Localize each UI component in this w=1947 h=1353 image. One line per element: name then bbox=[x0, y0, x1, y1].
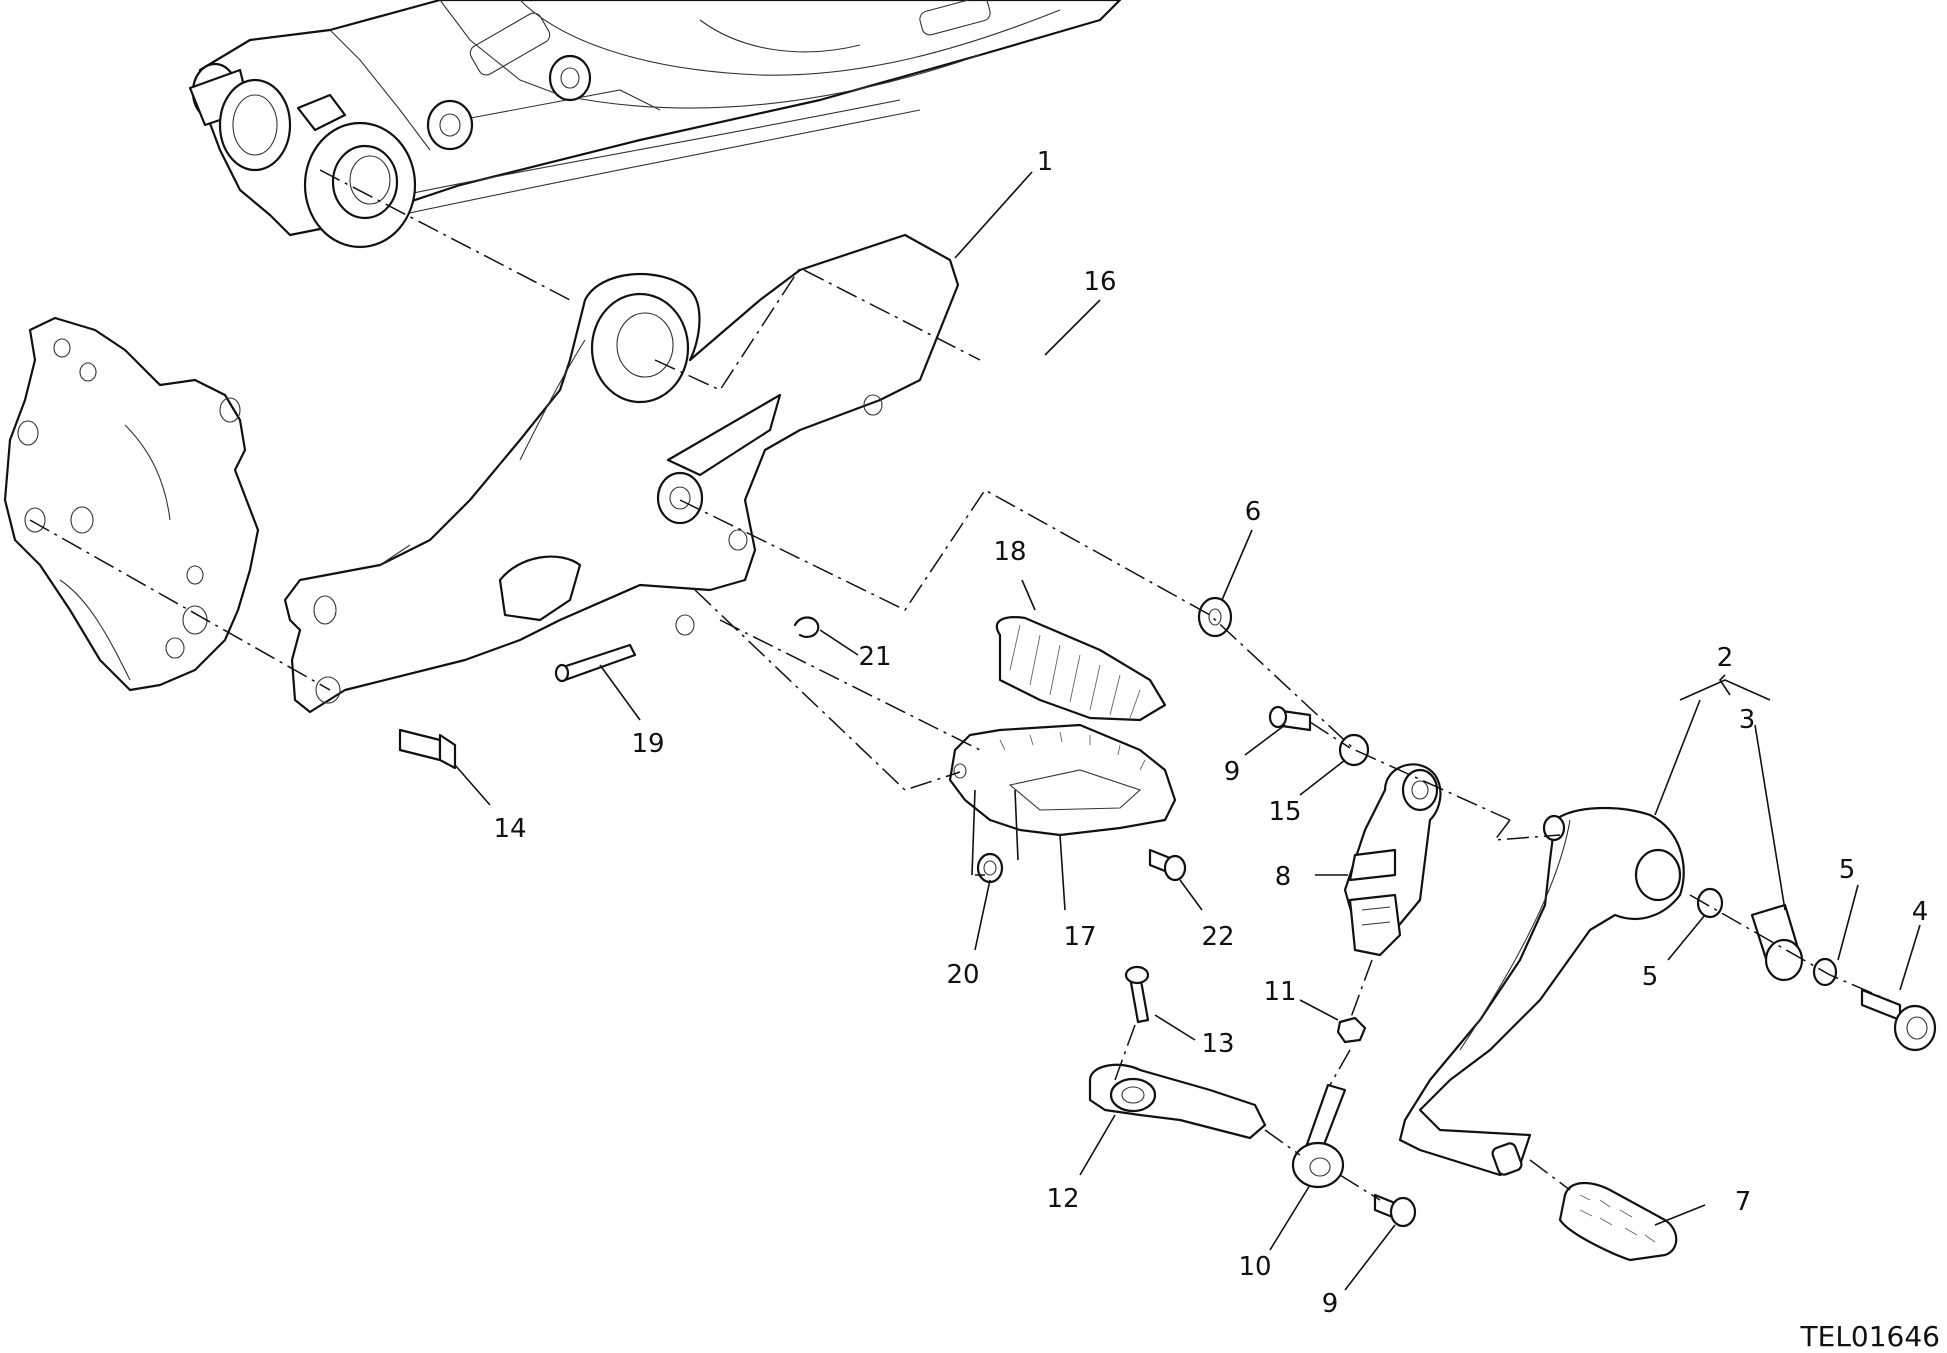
linkage-rod-icon bbox=[1291, 1083, 1347, 1189]
callout-9-bottom: 9 bbox=[1322, 1289, 1339, 1319]
callout-3: 3 bbox=[1739, 705, 1756, 735]
callout-19: 19 bbox=[631, 729, 664, 759]
bolt-icon bbox=[398, 728, 457, 770]
callout-17: 17 bbox=[1063, 922, 1096, 952]
drawing-code: TEL01646 bbox=[1800, 1320, 1940, 1353]
clip-icon bbox=[793, 616, 820, 639]
frame-plate-icon bbox=[3, 316, 260, 692]
callout-10: 10 bbox=[1238, 1252, 1271, 1282]
shift-arm-icon bbox=[1088, 1063, 1267, 1140]
gear-lever-icon bbox=[1398, 806, 1685, 1177]
nut-icon bbox=[1336, 1016, 1367, 1044]
washer-icon bbox=[1696, 887, 1724, 919]
callout-20: 20 bbox=[946, 960, 979, 990]
callouts: 1 16 6 18 21 19 14 2 3 5 5 4 9 15 8 22 1… bbox=[493, 147, 1928, 1319]
bolt-icon bbox=[1148, 848, 1187, 882]
rubber-insert-icon bbox=[995, 616, 1167, 722]
callout-18: 18 bbox=[993, 537, 1026, 567]
callout-16: 16 bbox=[1083, 267, 1116, 297]
callout-15: 15 bbox=[1268, 797, 1301, 827]
lever-pad-icon bbox=[1558, 1182, 1678, 1262]
callout-1: 1 bbox=[1037, 147, 1054, 177]
footpeg-icon bbox=[948, 723, 1177, 837]
pin-icon bbox=[554, 643, 637, 683]
callout-6: 6 bbox=[1245, 497, 1262, 527]
callout-8: 8 bbox=[1275, 862, 1292, 892]
callout-22: 22 bbox=[1201, 922, 1234, 952]
swingarm-icon bbox=[188, 0, 1122, 249]
bolt-icon bbox=[1860, 988, 1937, 1052]
callout-2: 2 bbox=[1717, 643, 1734, 673]
callout-14: 14 bbox=[493, 814, 526, 844]
sensor-icon bbox=[1343, 763, 1442, 957]
callout-5-right: 5 bbox=[1839, 855, 1856, 885]
callout-9-top: 9 bbox=[1224, 757, 1241, 787]
callout-12: 12 bbox=[1046, 1184, 1079, 1214]
callout-13: 13 bbox=[1201, 1029, 1234, 1059]
bolt-icon bbox=[1268, 705, 1312, 732]
washer-icon bbox=[1338, 733, 1370, 767]
bolt-icon bbox=[1124, 965, 1150, 1024]
callout-11: 11 bbox=[1263, 977, 1296, 1007]
assembly-axes bbox=[29, 169, 1901, 1201]
spring-icon bbox=[971, 789, 1019, 884]
leader-lines bbox=[454, 171, 1921, 1291]
callout-21: 21 bbox=[858, 642, 891, 672]
bolt-icon bbox=[1373, 1193, 1417, 1228]
callout-7: 7 bbox=[1735, 1187, 1752, 1217]
callout-4: 4 bbox=[1912, 897, 1929, 927]
callout-5-left: 5 bbox=[1642, 962, 1659, 992]
bushing-icon bbox=[1750, 903, 1804, 982]
footpeg-bracket-icon bbox=[283, 233, 960, 714]
